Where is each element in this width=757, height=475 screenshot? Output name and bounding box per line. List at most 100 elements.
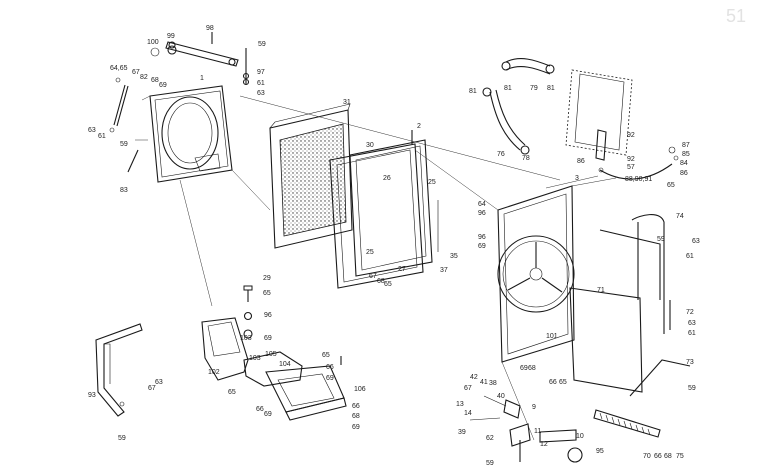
label: 68 — [528, 365, 536, 372]
label: 69 — [264, 411, 272, 418]
label: 79 — [530, 85, 538, 92]
label: 63 — [88, 127, 96, 134]
label: 81 — [547, 85, 555, 92]
label: 65 — [559, 379, 567, 386]
label: 81 — [469, 88, 477, 95]
label: 103 — [249, 355, 261, 362]
label: 73 — [686, 359, 694, 366]
label: 65 — [263, 290, 271, 297]
label: 67 — [464, 385, 472, 392]
label: 82 — [140, 74, 148, 81]
label: 81 — [504, 85, 512, 92]
label: 61 — [257, 80, 265, 87]
label: 66 — [549, 379, 557, 386]
support-strap — [150, 32, 250, 86]
label: 65 — [667, 182, 675, 189]
label: 26 — [383, 175, 391, 182]
comb-strip — [593, 409, 661, 438]
label: 98 — [206, 25, 214, 32]
label: 68 — [151, 77, 159, 84]
label: 39 — [458, 429, 466, 436]
leader-lines — [179, 149, 617, 441]
label: 93 — [88, 392, 96, 399]
label: 69 — [478, 243, 486, 250]
label: 66 — [352, 403, 360, 410]
label: 59 — [486, 460, 494, 467]
label: 42 — [470, 374, 478, 381]
label: 63 — [688, 320, 696, 327]
label: 76 — [497, 151, 505, 158]
label: 96 — [478, 210, 486, 217]
label: 67 — [148, 385, 156, 392]
label: 63 — [257, 90, 265, 97]
label: 95 — [596, 448, 604, 455]
label: 69 — [520, 365, 528, 372]
label: 30 — [366, 142, 374, 149]
label: 84 — [680, 160, 688, 167]
left-stay-rods — [109, 77, 148, 173]
label: 25 — [366, 249, 374, 256]
label: 65 — [384, 281, 392, 288]
label: 13 — [456, 401, 464, 408]
top-tank — [565, 69, 633, 161]
side-panel — [569, 214, 691, 397]
label: 11 — [534, 428, 541, 435]
label: 59 — [688, 385, 696, 392]
air-duct — [201, 317, 347, 421]
duct-bolts — [243, 285, 342, 365]
label: 106 — [354, 386, 366, 393]
label: 86 — [680, 170, 688, 177]
label: 59 — [118, 435, 126, 442]
label: 37 — [440, 267, 448, 274]
label: 63 — [155, 379, 163, 386]
label: 68 — [352, 413, 360, 420]
label: 40 — [497, 393, 505, 400]
label: 62 — [486, 435, 494, 442]
label: 65 — [228, 389, 236, 396]
label: 2 — [417, 123, 421, 130]
label: 72 — [686, 309, 694, 316]
label: 70 — [643, 453, 651, 460]
label: 85 — [682, 151, 690, 158]
label: 101 — [546, 333, 558, 340]
mounting-bracket — [95, 323, 143, 417]
label: 3 — [575, 175, 579, 182]
label: 83 — [120, 187, 128, 194]
label: 9 — [532, 404, 536, 411]
label: 25 — [428, 179, 436, 186]
label: 1 — [200, 75, 204, 82]
label: 103 — [240, 335, 252, 342]
label: 10 — [576, 433, 584, 440]
label: 92 — [627, 132, 635, 139]
lower-linkage — [469, 395, 583, 463]
page-mark: 51 — [726, 6, 746, 26]
label: 61 — [688, 330, 696, 337]
label: 100 — [147, 39, 159, 46]
label: 99 — [167, 33, 175, 40]
sensor-cable — [598, 146, 679, 180]
label: 69 — [159, 82, 167, 89]
label: 104 — [279, 361, 291, 368]
label: 35 — [450, 253, 458, 260]
label: 66 — [326, 364, 334, 371]
label: 75 — [676, 453, 684, 460]
label: 66 — [256, 406, 264, 413]
label: 29 — [263, 275, 271, 282]
seal-frames — [329, 130, 439, 289]
label: 38 — [489, 380, 497, 387]
part-labels: 98 100 99 59 97 61 63 64,65 67 82 68 69 … — [88, 25, 700, 467]
label: 63 — [692, 238, 700, 245]
label: 69 — [352, 424, 360, 431]
label: 86 — [577, 158, 585, 165]
label: 61 — [686, 253, 694, 260]
label: 27 — [398, 266, 406, 273]
label: 66 — [654, 453, 662, 460]
label: 14 — [464, 410, 472, 417]
label: 61 — [98, 133, 106, 140]
label: 64,65 — [110, 65, 128, 72]
label: 96 — [478, 234, 486, 241]
label: 59 — [258, 41, 266, 48]
label: 68 — [377, 278, 385, 285]
label: 12 — [540, 441, 548, 448]
